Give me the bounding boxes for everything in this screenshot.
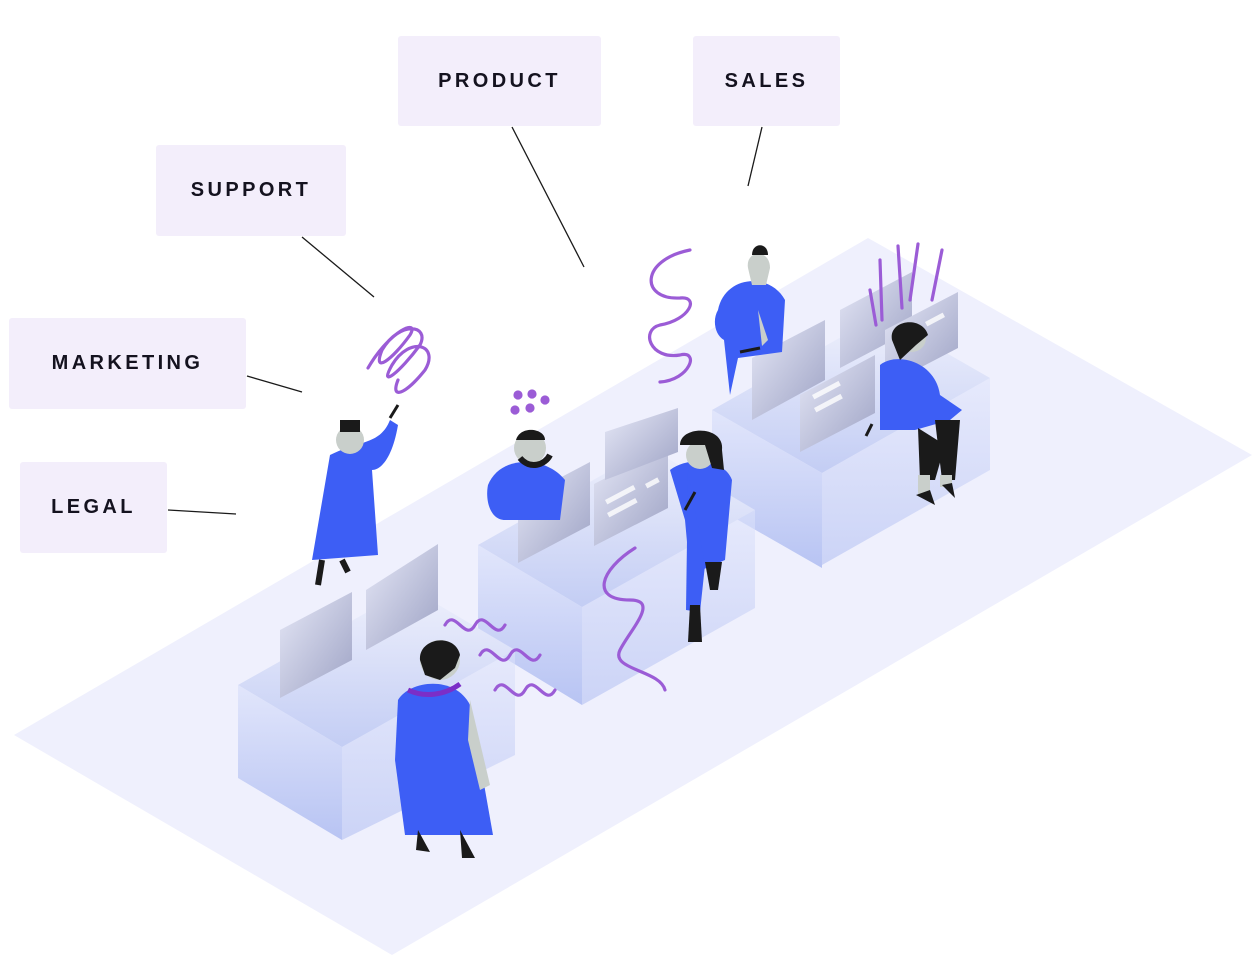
- monitor: [752, 320, 825, 420]
- monitor: [594, 446, 668, 546]
- figure-product: [670, 430, 732, 642]
- legal-label: LEGAL: [20, 462, 167, 553]
- figure-support: [487, 429, 565, 520]
- product-label: PRODUCT: [398, 36, 601, 126]
- marketing-label: MARKETING: [9, 318, 246, 409]
- monitor: [800, 355, 875, 452]
- figure-foreground: [395, 640, 493, 858]
- monitor: [280, 592, 352, 698]
- scribbles: [366, 242, 944, 697]
- figure-sales: [714, 245, 785, 395]
- monitor: [366, 544, 438, 650]
- connector-lines: [167, 126, 763, 515]
- figure-legal: [864, 322, 962, 505]
- monitor: [605, 408, 678, 480]
- figure-marketing: [312, 404, 400, 586]
- support-label: SUPPORT: [156, 145, 346, 236]
- sales-label: SALES: [693, 36, 840, 126]
